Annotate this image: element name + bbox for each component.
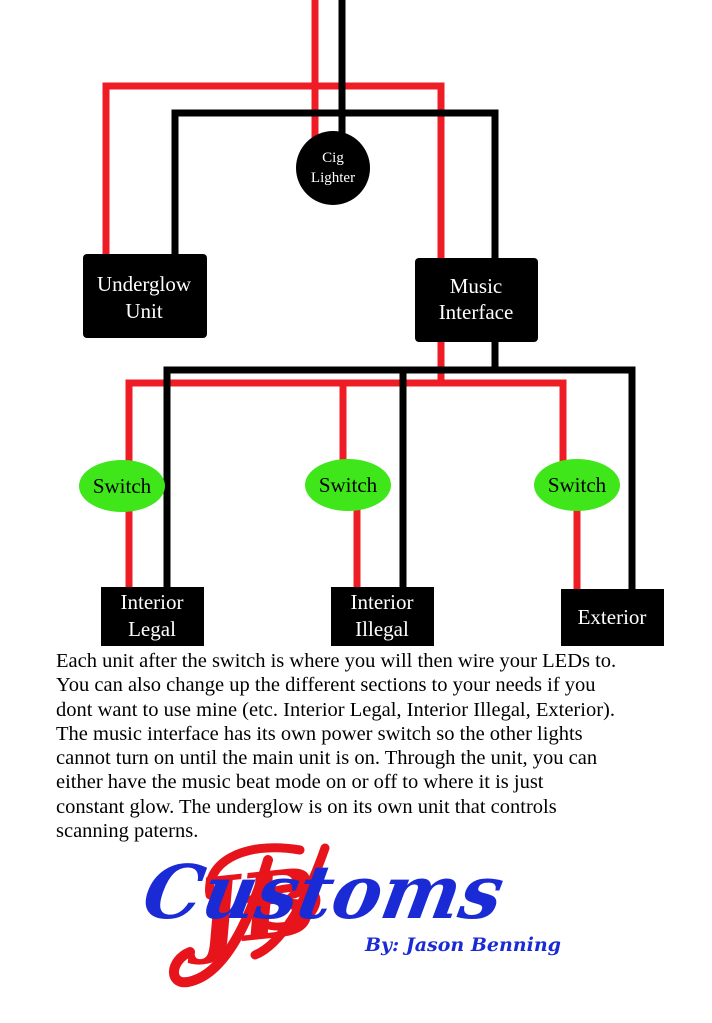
description-line-5: cannot turn on until the main unit is on… (56, 747, 598, 770)
music-interface-node: Music Interface (415, 258, 538, 342)
underglow-unit-node: Underglow Unit (83, 254, 207, 338)
interior-legal-label-1: Interior (121, 590, 184, 614)
music-interface-label-1: Music (450, 274, 503, 298)
underglow-unit-label-1: Underglow (97, 272, 192, 296)
interior-legal-label-2: Legal (128, 617, 176, 641)
music-interface-label-2: Interface (439, 300, 514, 324)
switch-left-node: Switch (79, 460, 165, 512)
switch-middle-node: Switch (305, 459, 391, 511)
interior-illegal-label-2: Illegal (355, 617, 409, 641)
red-wire-top-bus (102, 82, 445, 260)
description-line-8: scanning paterns. (56, 820, 199, 843)
black-wire-top-bus (171, 109, 499, 260)
underglow-unit-label-2: Unit (125, 299, 163, 323)
description-line-7: constant glow. The underglow is on its o… (56, 795, 557, 818)
interior-legal-node: Interior Legal (101, 587, 204, 646)
description-line-3: dont want to use mine (etc. Interior Leg… (56, 698, 615, 721)
description-line-1: Each unit after the switch is where you … (56, 650, 617, 672)
positive-wires (102, 0, 581, 590)
ground-wires (163, 0, 636, 590)
description-line-4: The music interface has its own power sw… (56, 722, 583, 745)
switch-middle-label: Switch (319, 473, 378, 497)
cig-lighter-node: Cig Lighter (296, 131, 370, 205)
cig-lighter-label-2: Lighter (311, 170, 355, 186)
switch-right-label: Switch (548, 473, 607, 497)
interior-illegal-node: Interior Illegal (331, 587, 434, 646)
description-line-2: You can also change up the different sec… (56, 674, 596, 697)
exterior-node: Exterior (561, 589, 664, 646)
cig-lighter-label-1: Cig (322, 150, 344, 166)
exterior-label: Exterior (578, 605, 647, 629)
description-line-6: either have the music beat mode on or of… (56, 771, 544, 794)
interior-illegal-label-1: Interior (351, 590, 414, 614)
switch-right-node: Switch (534, 459, 620, 511)
switch-left-label: Switch (93, 474, 152, 498)
description-paragraph: Each unit after the switch is where you … (56, 649, 706, 843)
